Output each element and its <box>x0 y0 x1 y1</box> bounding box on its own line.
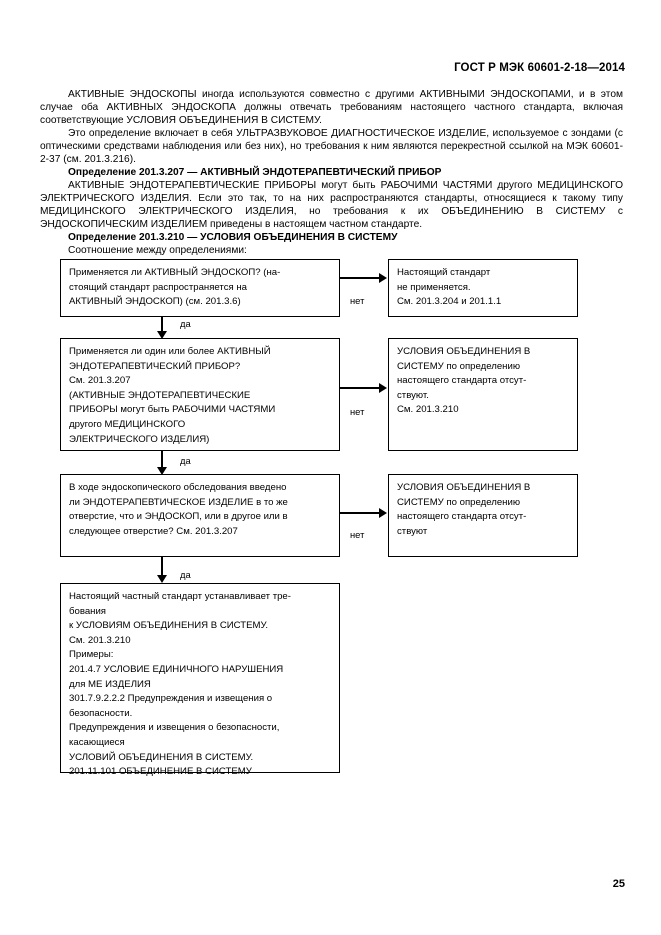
flow-node-q1-line-1: Применяется ли АКТИВНЫЙ ЭНДОСКОП? (на- <box>69 267 281 278</box>
flow-node-r3-line-3: настоящего стандарта отсут- <box>397 511 527 523</box>
connector-q2-to-r2 <box>340 387 380 389</box>
flow-node-r2-line-2: СИСТЕМУ по определению <box>397 360 521 372</box>
flow-node-q2-line-1: Применяется ли один или более АКТИВНЫЙ <box>69 346 271 357</box>
flow-node-r4-line-11: касающиеся <box>69 736 125 748</box>
flow-node-r3-line-2: СИСТЕМУ по определению <box>397 496 521 508</box>
flow-node-r2-line-5: См. 201.3.210 <box>397 404 459 416</box>
edge-label-q1-no: нет <box>350 295 365 306</box>
flow-node-r2-line-3: настоящего стандарта отсут- <box>397 375 527 387</box>
flow-node-r4-line-2: бования <box>69 605 107 617</box>
flow-node-r4-line-1: Настоящий частный стандарт устанавливает… <box>69 591 291 602</box>
flow-node-q1: Применяется ли АКТИВНЫЙ ЭНДОСКОП? (на- с… <box>60 259 340 317</box>
flow-node-r4-line-12: УСЛОВИЙ ОБЪЕДИНЕНИЯ В СИСТЕМУ. <box>69 751 254 763</box>
flow-node-r4-line-5: Примеры: <box>69 649 114 661</box>
page-number: 25 <box>612 878 625 890</box>
flow-node-r4-line-13: 201.11.101 ОБЪЕДИНЕНИЕ В СИСТЕМУ <box>69 766 252 778</box>
arrowhead-q3-to-r4 <box>157 575 167 583</box>
connector-q3-to-r3 <box>340 512 380 514</box>
arrowhead-q1-to-r1 <box>379 273 387 283</box>
flow-node-r1-line-2: не применяется. <box>397 281 471 293</box>
connector-q1-to-q2 <box>161 317 163 337</box>
flow-node-q2: Применяется ли один или более АКТИВНЫЙ Э… <box>60 338 340 451</box>
arrowhead-q3-to-r3 <box>379 508 387 518</box>
paragraph-2: Это определение включает в себя УЛЬТРАЗВ… <box>40 128 623 165</box>
flow-node-q2-line-5: ПРИБОРЫ могут быть РАБОЧИМИ ЧАСТЯМИ <box>69 404 276 416</box>
flow-node-q1-line-3: АКТИВНЫЙ ЭНДОСКОП) (см. 201.3.6) <box>69 296 241 308</box>
paragraph-1: АКТИВНЫЕ ЭНДОСКОПЫ иногда используются с… <box>40 89 623 126</box>
arrowhead-q1-to-q2 <box>157 331 167 339</box>
flow-node-q3-line-1: В ходе эндоскопического обследования вве… <box>69 482 287 493</box>
flow-node-q1-line-2: стоящий стандарт распространяется на <box>69 281 248 293</box>
edge-label-q3-no: нет <box>350 529 365 540</box>
flow-node-q2-line-6: другого МЕДИЦИНСКОГО <box>69 418 186 430</box>
definition-heading-201-3-207: Определение 201.3.207 — АКТИВНЫЙ ЭНДОТЕР… <box>68 167 442 178</box>
flow-node-r3: УСЛОВИЯ ОБЪЕДИНЕНИЯ В СИСТЕМУ по определ… <box>388 474 578 557</box>
flow-node-r4-line-6: 201.4.7 УСЛОВИЕ ЕДИНИЧНОГО НАРУШЕНИЯ <box>69 663 284 675</box>
document-header-title: ГОСТ Р МЭК 60601-2-18—2014 <box>454 62 625 74</box>
flow-node-r4-line-4: См. 201.3.210 <box>69 634 131 646</box>
flow-node-r1-line-3: См. 201.3.204 и 201.1.1 <box>397 296 502 308</box>
flow-node-r1-line-1: Настоящий стандарт <box>397 267 491 278</box>
flow-node-q3-line-2: ли ЭНДОТЕРАПЕВТИЧЕСКОЕ ИЗДЕЛИЕ в то же <box>69 496 288 508</box>
connector-q3-to-r4 <box>161 557 163 581</box>
flow-node-q2-line-3: См. 201.3.207 <box>69 375 131 387</box>
flow-node-q2-line-7: ЭЛЕКТРИЧЕСКОГО ИЗДЕЛИЯ) <box>69 433 210 445</box>
edge-label-q1-yes: да <box>180 318 191 329</box>
arrowhead-q2-to-r2 <box>379 383 387 393</box>
edge-label-q2-yes: да <box>180 455 191 466</box>
paragraph-3: АКТИВНЫЕ ЭНДОТЕРАПЕВТИЧЕСКИЕ ПРИБОРЫ мог… <box>40 180 623 230</box>
flow-node-r3-line-1: УСЛОВИЯ ОБЪЕДИНЕНИЯ В <box>397 482 531 493</box>
connector-q2-to-q3 <box>161 451 163 473</box>
flow-node-q3: В ходе эндоскопического обследования вве… <box>60 474 340 557</box>
body-text-block: АКТИВНЫЕ ЭНДОСКОПЫ иногда используются с… <box>40 88 623 257</box>
edge-label-q3-yes: да <box>180 569 191 580</box>
flow-node-r4-line-8: 301.7.9.2.2.2 Предупреждения и извещения… <box>69 693 273 705</box>
connector-q1-to-r1 <box>340 277 380 279</box>
flow-node-q3-line-3: отверстие, что и ЭНДОСКОП, или в другое … <box>69 511 288 523</box>
flow-node-r2-line-4: ствуют. <box>397 389 429 401</box>
edge-label-q2-no: нет <box>350 406 365 417</box>
flow-node-r4-line-10: Предупреждения и извещения о безопасност… <box>69 722 280 734</box>
flow-node-r4-line-3: к УСЛОВИЯМ ОБЪЕДИНЕНИЯ В СИСТЕМУ. <box>69 620 269 632</box>
flow-node-r3-line-4: ствуют <box>397 525 428 537</box>
flow-node-q2-line-4: (АКТИВНЫЕ ЭНДОТЕРАПЕВТИЧЕСКИЕ <box>69 389 251 401</box>
paragraph-4: Соотношение между определениями: <box>68 245 247 256</box>
definition-heading-201-3-210: Определение 201.3.210 — УСЛОВИЯ ОБЪЕДИНЕ… <box>68 232 398 243</box>
flow-node-r4-line-7: для МЕ ИЗДЕЛИЯ <box>69 678 151 690</box>
flow-node-r2-line-1: УСЛОВИЯ ОБЪЕДИНЕНИЯ В <box>397 346 531 357</box>
flow-node-r4: Настоящий частный стандарт устанавливает… <box>60 583 340 777</box>
flow-node-q2-line-2: ЭНДОТЕРАПЕВТИЧЕСКИЙ ПРИБОР? <box>69 360 241 372</box>
arrowhead-q2-to-q3 <box>157 467 167 475</box>
flow-node-r4-line-9: безопасности. <box>69 707 133 719</box>
flow-node-r1: Настоящий стандарт не применяется. См. 2… <box>388 259 578 317</box>
flow-node-r2: УСЛОВИЯ ОБЪЕДИНЕНИЯ В СИСТЕМУ по определ… <box>388 338 578 451</box>
flow-node-q3-line-4: следующее отверстие? См. 201.3.207 <box>69 525 238 537</box>
